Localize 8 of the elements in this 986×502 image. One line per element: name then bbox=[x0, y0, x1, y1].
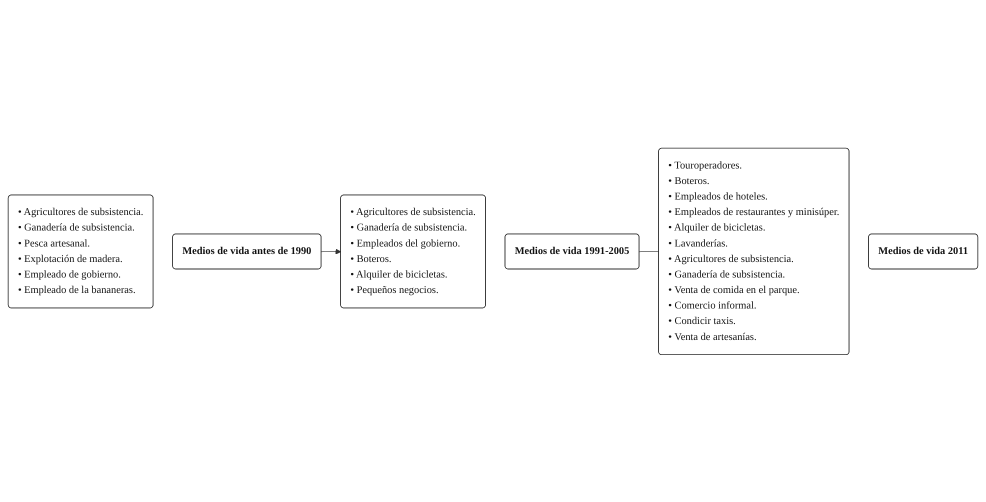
period-heading-box: Medios de vida 2011 bbox=[868, 233, 978, 269]
livelihood-list-box: • Agricultores de subsistencia. • Ganadería de subsistencia. • Empleados del gobierno. • Boteros. • Alquiler de bicicletas. • Pequeños negocios. bbox=[340, 194, 486, 308]
livelihood-list-box: • Touroperadores. • Boteros. • Empleados de hoteles. • Empleados de restaurantes y minisúper. • Alquiler de bicicletas. • Lavanderías. • Agricultores de subsistencia. • Ganadería de subsistencia. • Venta de comida en el parque. • Comercio informal. • Condicir taxis. • Venta de artesanías. bbox=[658, 147, 850, 355]
livelihood-list-box: • Agricultores de subsistencia. • Ganadería de subsistencia. • Pesca artesanal. • Explotación de madera. • Empleado de gobierno. • Empleado de la bananeras. bbox=[8, 194, 154, 308]
period-heading-box: Medios de vida antes de 1990 bbox=[172, 233, 322, 269]
period-heading-box: Medios de vida 1991-2005 bbox=[504, 233, 640, 269]
arrow bbox=[321, 248, 342, 254]
connector bbox=[639, 250, 660, 252]
